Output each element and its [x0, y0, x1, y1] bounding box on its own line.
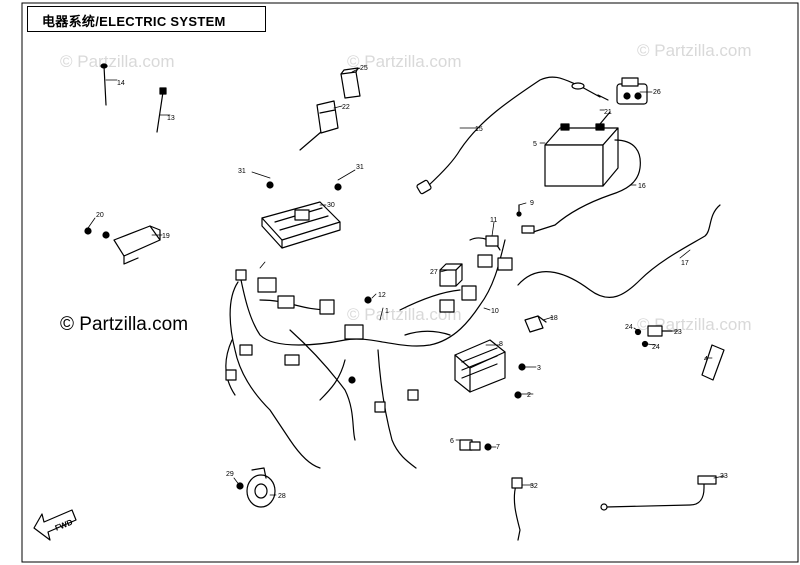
part-27-relay	[439, 263, 463, 287]
callout-9: 9	[530, 200, 534, 207]
callout-11: 11	[490, 217, 497, 224]
part-16-ground-cable	[521, 139, 641, 234]
callout-18: 18	[550, 315, 558, 322]
part-5-battery	[544, 123, 619, 187]
watermark: © Partzilla.com	[60, 52, 175, 71]
part-30-ecu	[261, 201, 341, 249]
part-26-starter-relay	[616, 77, 648, 105]
leader-lines	[87, 67, 725, 496]
part-18-sensor	[524, 315, 547, 333]
part-10-main-harness	[225, 237, 513, 469]
part-14-cable-tie	[100, 63, 108, 106]
callout-14: 14	[117, 80, 125, 87]
watermark: © Partzilla.com	[637, 41, 752, 60]
part-21-terminal	[599, 111, 611, 125]
part-31-bolt	[266, 181, 342, 191]
callout-labels: 1 2 3 4 5 6 7 8 9 10 11 12 13 14 15 16 1…	[96, 65, 728, 500]
callout-29: 29	[226, 471, 234, 478]
frame-border	[21, 2, 799, 563]
part-28-horn	[246, 467, 276, 508]
part-19-sensor	[113, 225, 161, 265]
part-9-bolt	[516, 204, 522, 217]
watermark: © Partzilla.com	[637, 315, 752, 334]
callout-31-b: 31	[356, 164, 364, 171]
part-6-connector	[459, 439, 481, 451]
callout-4: 4	[704, 356, 708, 363]
callout-1: 1	[385, 308, 389, 315]
callout-30: 30	[327, 202, 335, 209]
callout-19: 19	[162, 233, 170, 240]
callout-31: 31	[238, 168, 246, 175]
callout-10: 10	[491, 308, 499, 315]
part-20-bolt	[84, 227, 110, 239]
watermark: © Partzilla.com	[347, 52, 462, 71]
callout-17: 17	[681, 260, 689, 267]
callout-25: 25	[360, 65, 368, 72]
callout-16: 16	[638, 183, 646, 190]
callout-5: 5	[533, 141, 537, 148]
callout-6: 6	[450, 438, 454, 445]
part-11-connector	[485, 235, 499, 247]
callout-24: 24	[625, 324, 633, 331]
part-4-strap	[701, 344, 725, 381]
callout-26: 26	[653, 89, 661, 96]
callout-7: 7	[496, 444, 500, 451]
part-32-cable	[511, 477, 523, 541]
part-33-ground-cable	[600, 475, 717, 511]
part-3-bolt	[518, 363, 526, 371]
part-15-battery-cable	[416, 76, 609, 195]
callout-23: 23	[674, 329, 682, 336]
callout-8: 8	[499, 341, 503, 348]
watermark: © Partzilla.com	[347, 305, 462, 324]
callout-21: 21	[604, 109, 612, 116]
callout-33: 33	[720, 473, 728, 480]
part-13-cable-tie	[156, 87, 167, 133]
part-17-wire	[517, 204, 721, 299]
part-25-relay-cover	[340, 67, 361, 99]
part-2-bolt	[514, 391, 522, 399]
callout-22: 22	[342, 104, 350, 111]
callout-12: 12	[378, 292, 386, 299]
title-box: 电器系统/ELECTRIC SYSTEM	[27, 6, 266, 32]
part-22-flasher-relay	[299, 100, 339, 151]
callout-28: 28	[278, 493, 286, 500]
callout-3: 3	[537, 365, 541, 372]
fwd-arrow	[33, 509, 77, 541]
callout-15: 15	[475, 126, 483, 133]
callout-27: 27	[430, 269, 438, 276]
watermark-main: © Partzilla.com	[60, 314, 188, 335]
callout-2: 2	[527, 392, 531, 399]
part-1-bolt	[348, 376, 356, 384]
callout-20: 20	[96, 212, 104, 219]
part-12-bolt	[364, 296, 372, 304]
callout-13: 13	[167, 115, 175, 122]
callout-24-b: 24	[652, 344, 660, 351]
callout-32: 32	[530, 483, 538, 490]
page-title: 电器系统/ELECTRIC SYSTEM	[42, 14, 226, 29]
part-8-regulator	[454, 339, 506, 393]
